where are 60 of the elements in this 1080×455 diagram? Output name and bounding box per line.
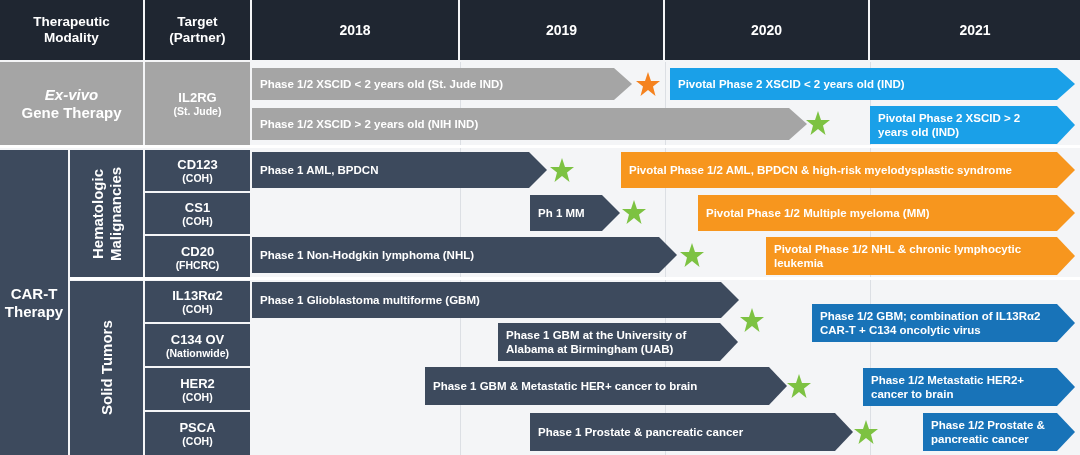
phase-bar (252, 108, 807, 140)
phase-bar (870, 106, 1075, 144)
partner-name: (FHCRC) (175, 258, 220, 271)
target-name: C134 OV (170, 331, 225, 347)
phase-bar (923, 413, 1075, 451)
target-name: HER2 (180, 375, 215, 391)
phase-text: Phase 1/2 Metastatic HER2+ cancer to brain (871, 373, 1026, 401)
phase-text: Phase 1/2 XSCID < 2 years old (St. Jude IND) (260, 77, 504, 91)
partner-name: (COH) (182, 435, 213, 447)
phase-text: Ph 1 MM (538, 206, 585, 220)
phase-bar (252, 237, 677, 273)
partner-name: (Nationwide) (166, 346, 229, 359)
phase-bar (252, 152, 547, 188)
header-cell: Target (Partner) (145, 0, 250, 60)
phase-text: Phase 1 AML, BPDCN (260, 163, 379, 177)
phase-bar (766, 237, 1075, 275)
phase-bar (530, 413, 853, 451)
category-cell: CAR-T Therapy (0, 150, 68, 455)
target-name: CD123 (177, 157, 218, 172)
header-cell: Therapeutic Modality (0, 0, 143, 60)
partner-name: (COH) (182, 303, 213, 315)
phase-text: Pivotal Phase 1/2 NHL & chronic lymphocytic leukemia (774, 242, 1023, 270)
phase-bar (252, 68, 632, 100)
phase-text: Phase 1/2 Prostate & pancreatic cancer (931, 418, 1046, 446)
partner-name: (St. Jude) (173, 105, 222, 117)
phase-text: Phase 1 Glioblastoma multiforme (GBM) (260, 293, 480, 307)
phase-bar (812, 304, 1075, 342)
category-cell: Ex-vivo Gene Therapy (0, 62, 143, 145)
header-cell: 2021 (870, 0, 1080, 60)
partner-name: (COH) (182, 215, 213, 227)
phase-text: Phase 1 GBM & Metastatic HER+ cancer to brain (433, 379, 698, 393)
target-name: CS1 (184, 200, 211, 215)
phase-text: Phase 1 GBM at the University of Alabama at Birmingham (UAB) (506, 328, 688, 356)
phase-bar (252, 282, 739, 318)
phase-text: Pivotal Phase 1/2 Multiple myeloma (MM) (706, 206, 930, 220)
phase-bar (530, 195, 620, 231)
category-cell: Hematologic Malignancies (70, 150, 143, 278)
target-name: IL2RG (178, 90, 217, 105)
category-cell: Solid Tumors (70, 281, 143, 455)
header-cell: 2020 (665, 0, 868, 60)
phase-text: Phase 1/2 GBM; combination of IL13Rα2 CAR-T + C134 oncolytic virus (820, 309, 1042, 337)
phase-bar (698, 195, 1075, 231)
header-cell: 2018 (252, 0, 458, 60)
phase-text: Phase 1 Non-Hodgkin lymphoma (NHL) (260, 248, 475, 262)
phase-text: Phase 1 Prostate & pancreatic cancer (538, 425, 744, 439)
phase-text: Pivotal Phase 1/2 AML, BPDCN & high-risk myelodysplastic syndrome (629, 163, 1012, 177)
phase-text: Pivotal Phase 2 XSCID > 2 years old (IND) (878, 111, 1022, 139)
phase-bar (670, 68, 1075, 100)
phase-bar (425, 367, 787, 405)
phase-text: Phase 1/2 XSCID > 2 years old (NIH IND) (260, 117, 479, 131)
phase-bar (863, 368, 1075, 406)
partner-name: (COH) (182, 390, 213, 403)
target-name: IL13Rα2 (172, 288, 223, 303)
target-name: PSCA (179, 420, 216, 435)
phase-text: Pivotal Phase 2 XSCID < 2 years old (IND) (678, 77, 905, 91)
target-name: CD20 (180, 243, 215, 259)
header-cell: 2019 (460, 0, 663, 60)
phase-bar (621, 152, 1075, 188)
partner-name: (COH) (182, 172, 213, 184)
phase-bar (498, 323, 738, 361)
